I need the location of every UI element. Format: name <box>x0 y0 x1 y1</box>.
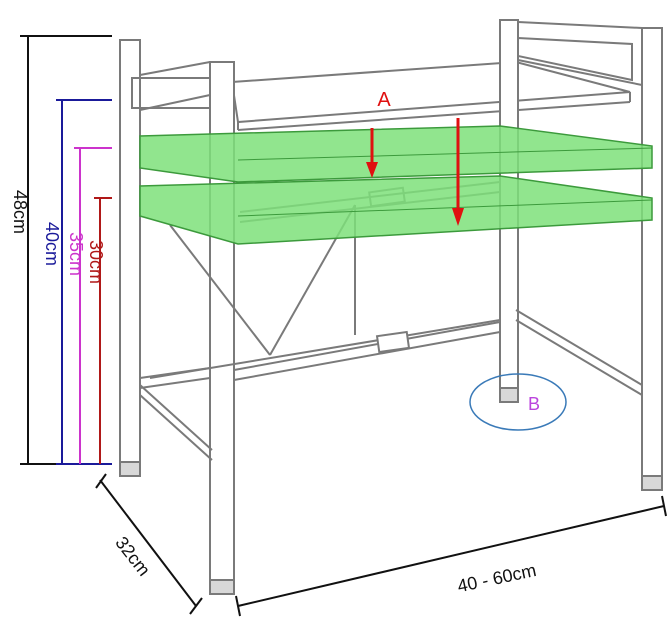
dim-depth <box>95 473 203 615</box>
shelf-upper <box>139 125 653 183</box>
dim-depth-label: 32cm <box>111 533 154 580</box>
adjustable-shelves <box>139 125 653 245</box>
label-b: B <box>528 394 540 414</box>
dim-35 <box>74 147 112 464</box>
foot <box>209 579 235 595</box>
dim-40 <box>56 99 112 465</box>
dim-35-label: 35cm <box>66 232 86 276</box>
dim-48-label: 48cm <box>10 190 30 234</box>
adjust-arrows <box>366 118 464 226</box>
back-left-leg <box>119 39 141 466</box>
dim-30-label: 30cm <box>86 240 106 284</box>
foot-highlight-circle <box>469 373 567 431</box>
dim-40-label: 40cm <box>42 222 62 266</box>
dim-width <box>235 495 667 617</box>
rack-frame <box>119 19 663 595</box>
dim-width-label: 40 - 60cm <box>456 560 538 596</box>
foot <box>499 387 519 403</box>
dim-30 <box>94 197 112 464</box>
front-right-leg <box>641 27 663 479</box>
foot <box>641 475 663 491</box>
foot <box>119 461 141 477</box>
label-a: A <box>377 89 391 111</box>
